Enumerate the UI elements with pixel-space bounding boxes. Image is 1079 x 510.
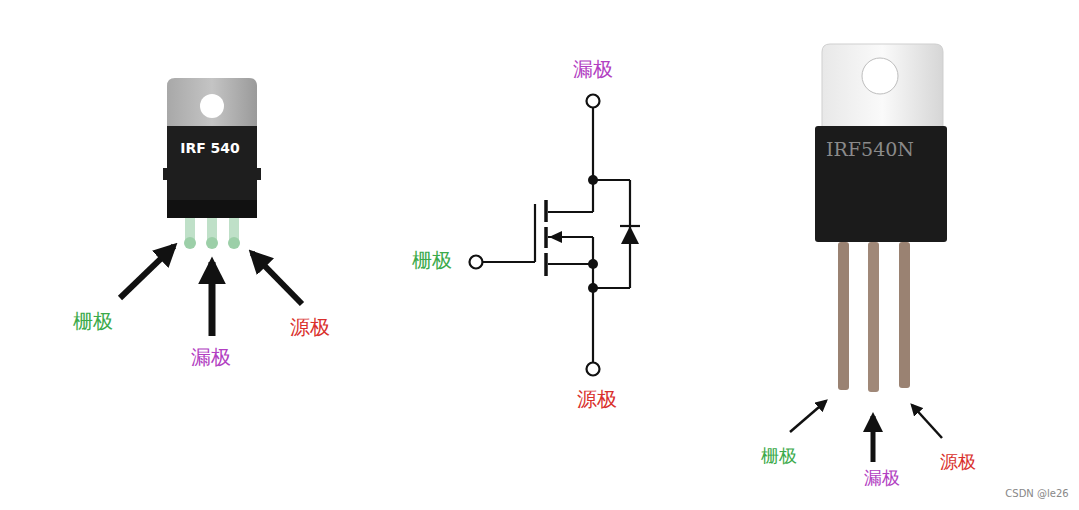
transistor-photo [815, 44, 947, 392]
pin-name: 栅极 [761, 446, 797, 467]
terminal-name: 源极 [577, 388, 617, 411]
leader-arrows [790, 401, 942, 462]
pin-name: 源极 [290, 316, 330, 339]
pin-name: 栅极 [73, 310, 113, 333]
pin-name: 源极 [940, 452, 976, 473]
leader-arrows [120, 246, 302, 336]
to220-package [163, 78, 261, 249]
part-marking: IRF540N [826, 139, 914, 161]
mosfet-symbol [470, 95, 641, 376]
terminal-name: 漏极 [573, 58, 613, 81]
pin-name: 漏极 [864, 468, 900, 489]
part-marking: IRF 540 [180, 140, 240, 156]
watermark: CSDN @le26 [1005, 488, 1068, 500]
pin-name: 漏极 [191, 346, 231, 369]
terminal-name: 栅极 [412, 249, 452, 272]
